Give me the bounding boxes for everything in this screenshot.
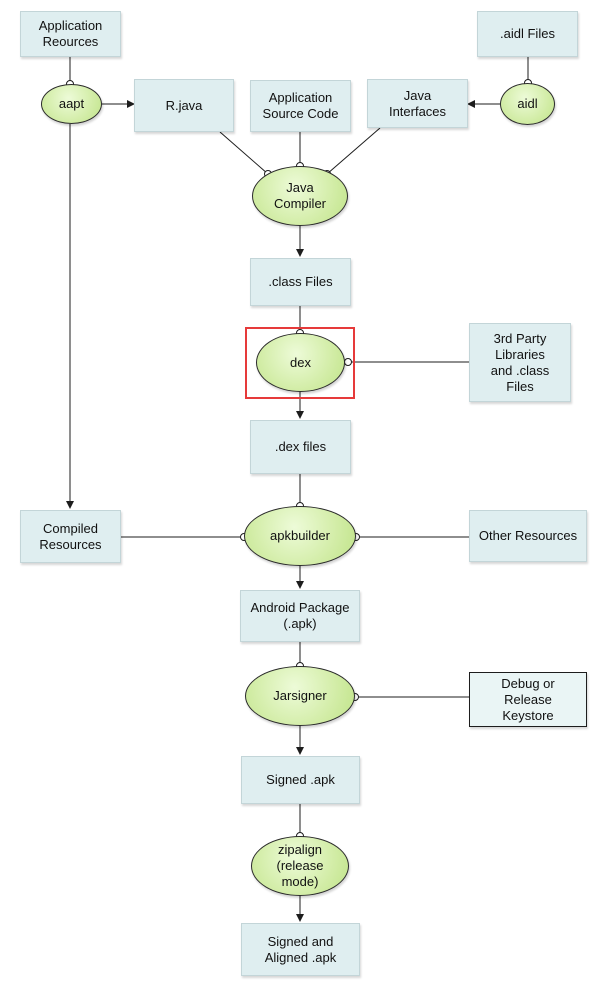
signed-apk-box: Signed .apk — [241, 756, 360, 804]
connector-r-java-java-compiler — [219, 131, 269, 175]
third-party-libraries-box: 3rd Party Libraries and .class Files — [469, 323, 571, 402]
java-interfaces-box: Java Interfaces — [367, 79, 468, 128]
r-java-box: R.java — [134, 79, 234, 132]
class-files-box: .class Files — [250, 258, 351, 306]
application-resources-box: Application Reources — [20, 11, 121, 57]
signed-and-aligned-apk-box: Signed and Aligned .apk — [241, 923, 360, 976]
aidl-tool: aidl — [500, 83, 555, 125]
compiled-resources-box: Compiled Resources — [20, 510, 121, 563]
jarsigner-tool: Jarsigner — [245, 666, 355, 726]
android-package-box: Android Package (.apk) — [240, 590, 360, 642]
aidl-files-box: .aidl Files — [477, 11, 578, 57]
other-resources-box: Other Resources — [469, 510, 587, 562]
aapt-tool: aapt — [41, 84, 102, 124]
dex-tool: dex — [256, 333, 345, 392]
application-source-code-box: Application Source Code — [250, 80, 351, 132]
dex-highlight — [245, 327, 355, 399]
apkbuilder-tool: apkbuilder — [244, 506, 356, 566]
keystore-box: Debug or Release Keystore — [469, 672, 587, 727]
java-compiler-tool: Java Compiler — [252, 166, 348, 226]
connector-java-interfaces-java-compiler — [326, 127, 381, 175]
zipalign-tool: zipalign (release mode) — [251, 836, 349, 896]
dex-files-box: .dex files — [250, 420, 351, 474]
